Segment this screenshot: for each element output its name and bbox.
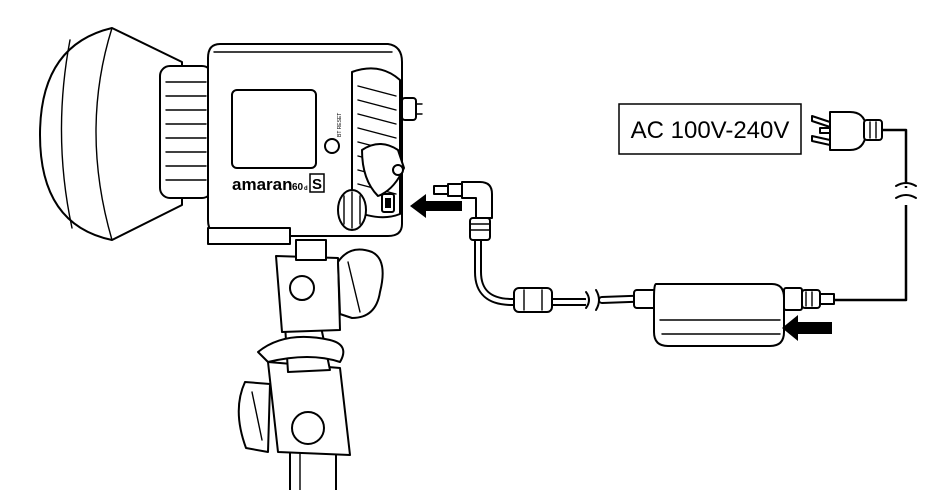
wall-plug-boot bbox=[863, 119, 883, 141]
heat-fins bbox=[159, 65, 213, 199]
side-panel bbox=[361, 143, 405, 197]
stand-lower-knob bbox=[237, 381, 271, 453]
power-adapter bbox=[653, 283, 835, 347]
voltage-label: AC 100V-240V bbox=[631, 117, 790, 144]
display-screen bbox=[231, 89, 317, 169]
plug-pin-earth bbox=[819, 127, 831, 134]
stand-hole bbox=[289, 275, 315, 301]
cable-break-icon-2 bbox=[595, 289, 600, 311]
stand-bolt-hole bbox=[291, 411, 325, 445]
bt-reset-button[interactable] bbox=[324, 138, 340, 154]
left-arrow-icon bbox=[410, 194, 462, 218]
side-screw bbox=[401, 97, 417, 121]
dc-plug-boot bbox=[469, 217, 491, 241]
model-badge-box bbox=[309, 173, 325, 193]
brand-label: amaran bbox=[232, 175, 292, 194]
power-plug-icon bbox=[811, 111, 883, 151]
dc-plug-tip bbox=[433, 185, 449, 195]
stand-mount-stud bbox=[295, 239, 327, 261]
dc-plug-head bbox=[461, 181, 493, 219]
left-arrow-icon-adapter bbox=[782, 315, 832, 341]
base-plate bbox=[207, 227, 291, 245]
plug-pin-top bbox=[811, 115, 831, 128]
bt-reset-label: BT RESET bbox=[337, 113, 343, 137]
cable-break-icon bbox=[585, 291, 590, 309]
ac-cord-boot bbox=[819, 293, 835, 305]
plug-pin-bottom bbox=[811, 135, 831, 146]
ac-cord bbox=[834, 128, 917, 302]
model-label: 60 bbox=[292, 182, 304, 193]
reflector bbox=[39, 27, 183, 241]
ac-cord-plug bbox=[801, 289, 821, 309]
adapter-body bbox=[653, 283, 785, 347]
ac-cable-break-icon-2 bbox=[895, 194, 917, 199]
dc-cable bbox=[433, 181, 660, 313]
ac-inlet bbox=[783, 287, 803, 311]
light-fixture: BT RESET amaran 60 d S bbox=[39, 27, 423, 245]
ac-cable-break-icon bbox=[895, 182, 917, 187]
stand-lever bbox=[257, 335, 345, 363]
voltage-box bbox=[618, 103, 802, 155]
light-stand bbox=[237, 239, 384, 493]
model-sub-label: d bbox=[304, 186, 308, 192]
ferrite-core bbox=[513, 287, 553, 313]
model-badge: S bbox=[312, 176, 322, 193]
dc-plug-collar bbox=[447, 183, 463, 197]
wall-plug-body bbox=[829, 111, 867, 151]
stand-upper-knob bbox=[337, 248, 384, 319]
side-indicator bbox=[392, 164, 404, 176]
